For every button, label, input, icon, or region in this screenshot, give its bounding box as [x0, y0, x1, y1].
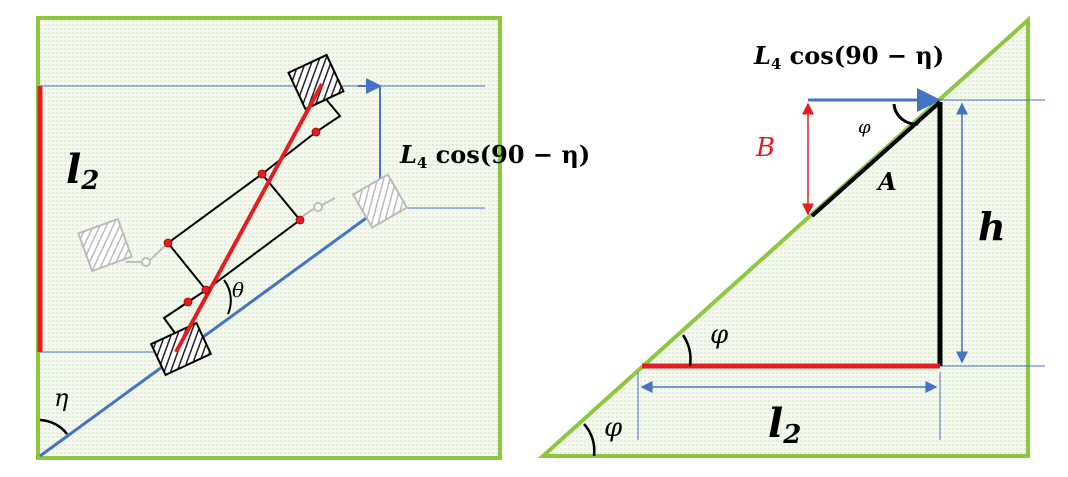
right-phi-mid-label: φ	[710, 320, 729, 350]
upper-link	[261, 91, 342, 175]
right-phi-bottom-label: φ	[604, 413, 623, 443]
right-phi-mid-arc	[681, 334, 692, 367]
right-l2-label: l2	[768, 400, 801, 450]
right-A-line	[810, 100, 942, 218]
upper-block	[287, 53, 345, 111]
right-L4cos-label: L4 cos(90 − η)	[753, 41, 944, 73]
right-A-label: A	[876, 167, 897, 196]
right-triangle-frame	[537, 15, 1030, 458]
left-panel: l2 L4 cos(90 − η) θ η	[36, 16, 590, 460]
left-l2-label: l2	[66, 146, 99, 196]
left-L4cos-label: L4 cos(90 − η)	[399, 140, 590, 172]
left-incline-line	[39, 206, 381, 458]
lower-link	[162, 289, 207, 341]
eta-label: η	[54, 384, 69, 412]
left-red-leg	[174, 83, 324, 353]
right-h-label: h	[978, 204, 1006, 249]
right-panel: L4 cos(90 − η) B A h φ φ φ l2	[537, 15, 1045, 458]
right-B-label: B	[755, 133, 775, 163]
ghost-block-right	[351, 173, 409, 229]
eta-arc	[39, 418, 68, 435]
theta-label: θ	[232, 278, 244, 302]
theta-arc	[223, 279, 232, 315]
right-phi-top-arc	[892, 103, 919, 126]
lower-block	[149, 321, 213, 377]
right-phi-top-label: φ	[858, 117, 871, 138]
ghost-mechanism	[77, 173, 409, 273]
ghost-block-left	[77, 217, 133, 273]
joints	[163, 127, 321, 307]
right-phi-bottom-arc	[583, 423, 596, 457]
